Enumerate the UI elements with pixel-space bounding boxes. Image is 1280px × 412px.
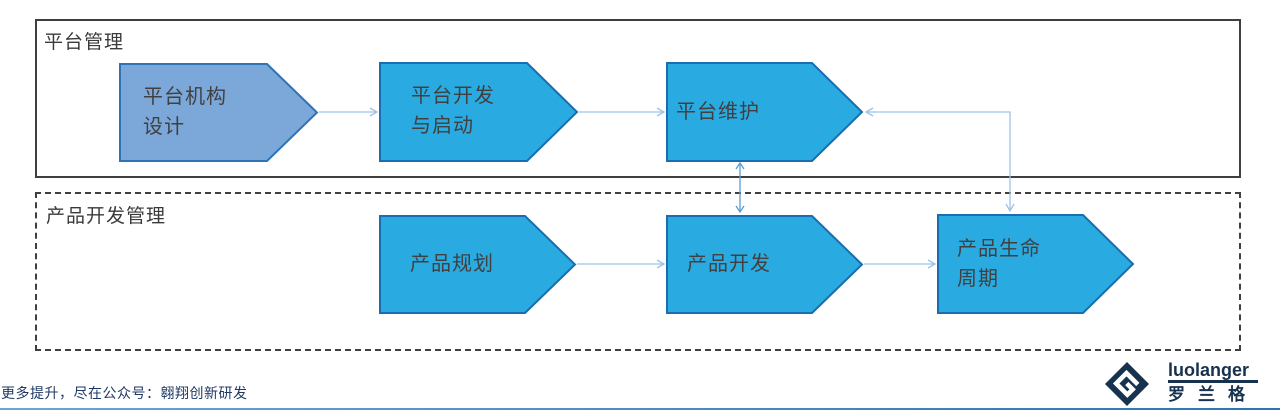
node-label-platform-dev-launch: 平台开发 与启动 — [411, 85, 495, 137]
arrowhead-right-icon — [927, 259, 937, 269]
footer-promo-text: 更多提升，尽在公众号：翱翔创新研发 — [1, 385, 248, 401]
arrowhead-up-icon — [735, 161, 745, 170]
arrowhead-down-icon — [1005, 203, 1015, 213]
arrowhead-right-icon — [656, 259, 666, 269]
swimlane-label-platform: 平台管理 — [44, 32, 125, 53]
logo-name-cn: 罗兰格 — [1168, 385, 1258, 404]
arrowhead-right-icon — [369, 107, 379, 117]
connector-vertical-bidirectional — [735, 161, 745, 214]
node-platform-maintenance — [666, 62, 864, 162]
node-label-product-planning: 产品规划 — [410, 253, 494, 275]
node-platform-dev-launch — [379, 62, 579, 162]
node-product-planning — [379, 215, 577, 314]
diamond-spiral-icon — [1105, 362, 1149, 406]
arrowhead-down-icon — [735, 205, 745, 214]
node-platform-org-design — [119, 63, 319, 162]
node-product-development — [666, 215, 864, 314]
swimlane-platform-management — [35, 19, 1241, 178]
connector-lines — [319, 107, 1015, 269]
bottom-divider-rule — [0, 408, 1280, 410]
swimlane-product-dev-management — [35, 192, 1241, 351]
node-product-lifecycle — [937, 214, 1135, 314]
node-label-platform-org-design: 平台机构 设计 — [143, 86, 227, 138]
node-label-product-lifecycle: 产品生命 周期 — [957, 238, 1041, 290]
swimlane-label-product-dev: 产品开发管理 — [46, 206, 167, 227]
arrowhead-right-icon — [656, 107, 666, 117]
luolanger-logo: luolanger 罗兰格 — [1104, 361, 1258, 407]
node-label-product-development: 产品开发 — [687, 253, 771, 275]
logo-name-en: luolanger — [1168, 361, 1258, 383]
node-label-platform-maintenance: 平台维护 — [676, 101, 760, 123]
logo-text-block: luolanger 罗兰格 — [1168, 361, 1258, 406]
arrowhead-left-icon — [864, 107, 874, 117]
